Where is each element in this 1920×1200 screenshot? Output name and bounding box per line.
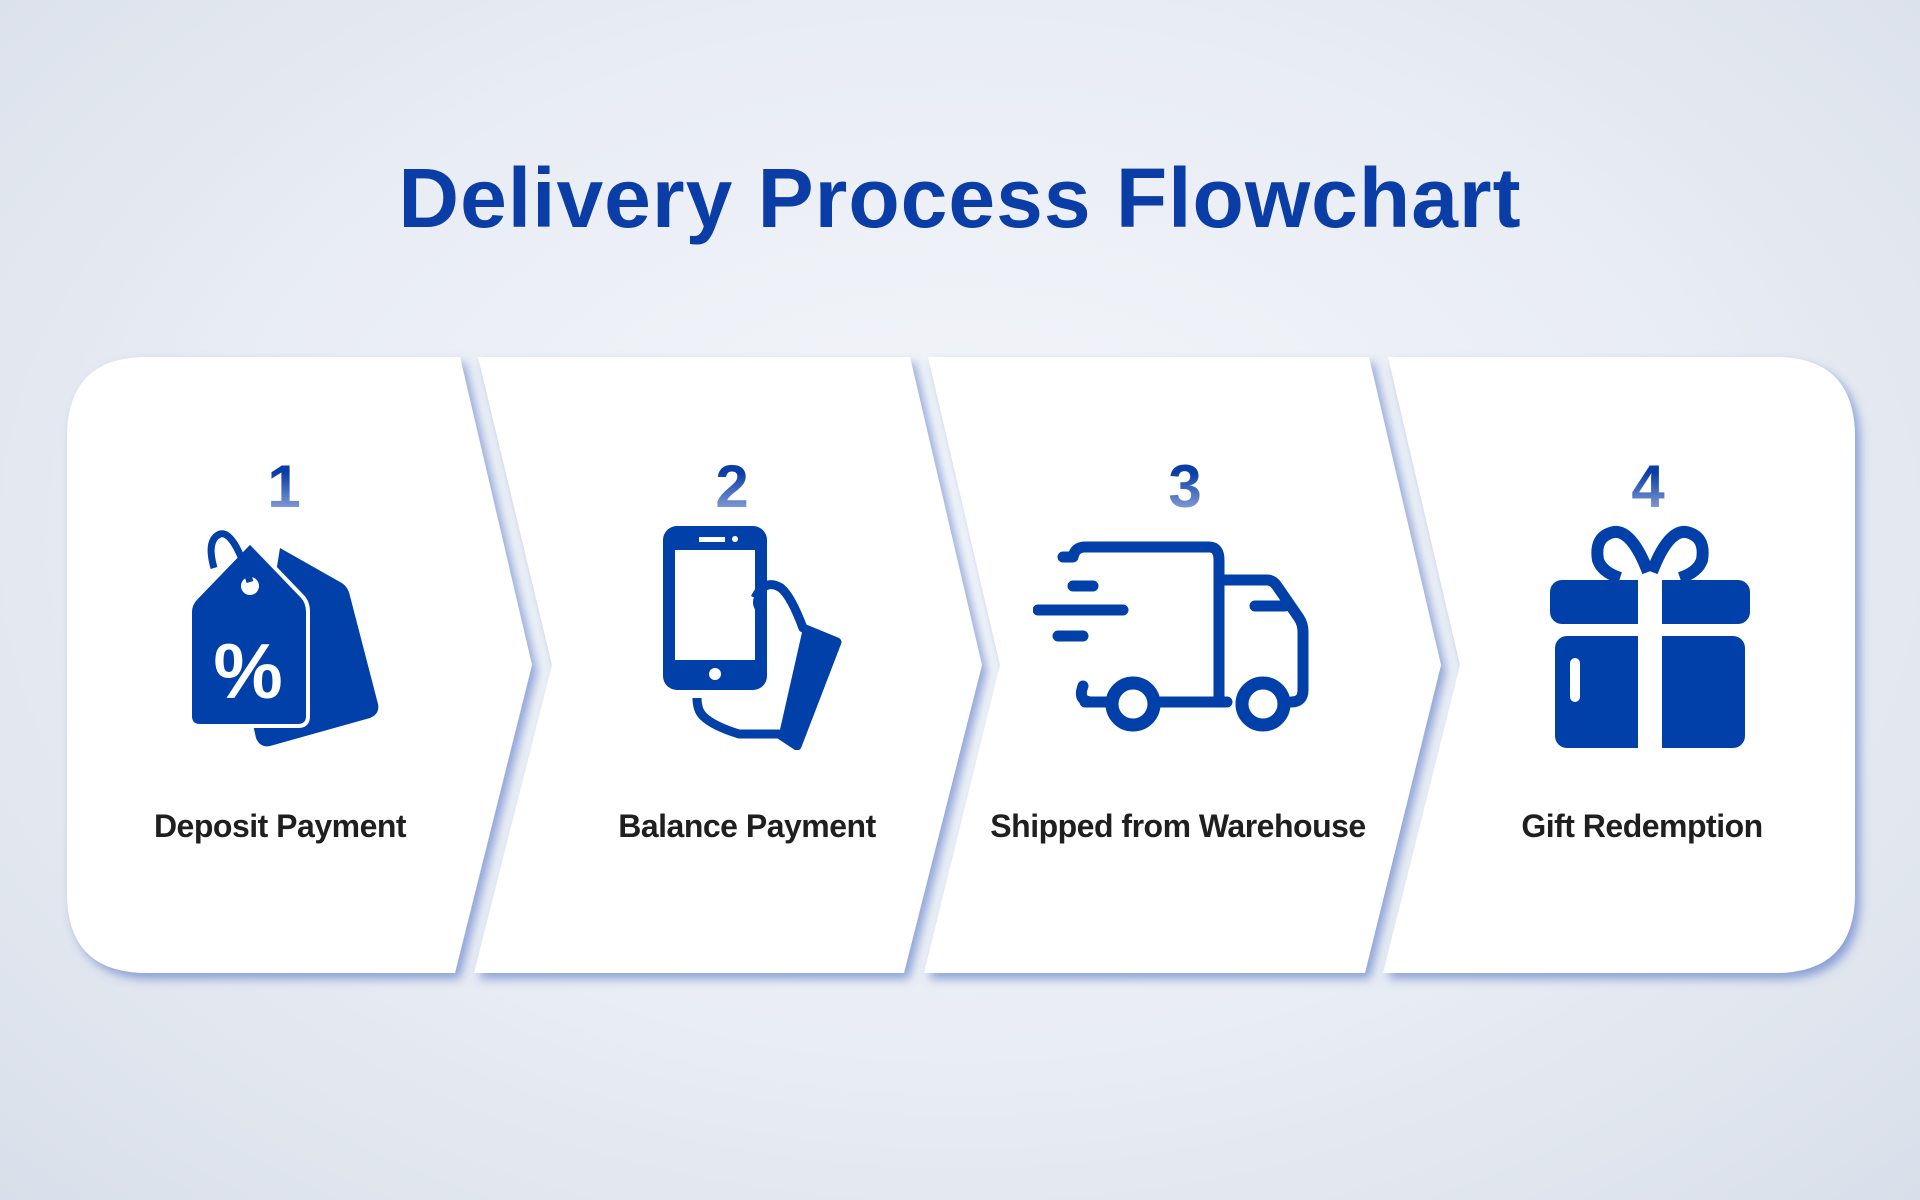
discount-tag-icon: % bbox=[188, 530, 379, 747]
step-2-number: 2 bbox=[672, 452, 792, 521]
phone-in-hand-icon bbox=[663, 526, 842, 750]
step-3-label: Shipped from Warehouse bbox=[990, 808, 1366, 844]
step-2-label: Balance Payment bbox=[618, 808, 876, 844]
step-3-chevron bbox=[924, 357, 1441, 973]
page-title: Delivery Process Flowchart bbox=[398, 151, 1522, 245]
step-1-label: Deposit Payment bbox=[153, 808, 407, 844]
step-3-number: 3 bbox=[1125, 452, 1245, 521]
step-4-label: Gift Redemption bbox=[1521, 808, 1763, 844]
delivery-truck-icon bbox=[1033, 541, 1309, 732]
step-4-number: 4 bbox=[1588, 452, 1708, 521]
svg-text:%: % bbox=[213, 627, 282, 715]
gift-box-icon bbox=[1550, 526, 1750, 750]
step-1-number: 1 bbox=[224, 452, 344, 521]
